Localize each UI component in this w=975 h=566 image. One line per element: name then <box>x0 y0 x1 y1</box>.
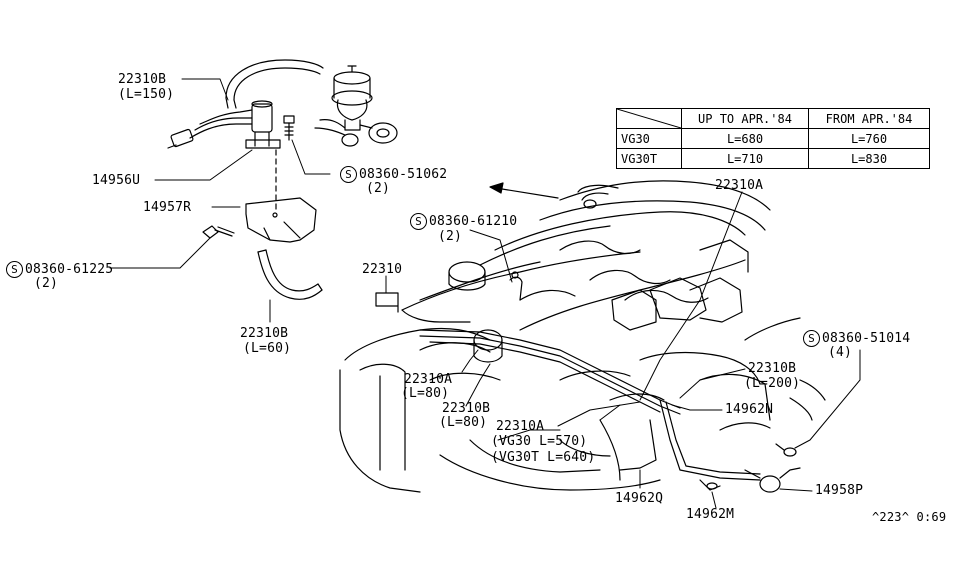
table-header-row: UP TO APR.'84 FROM APR.'84 <box>616 108 930 129</box>
bolt-part-number: 08360-61225 <box>25 262 114 277</box>
cell-from: L=830 <box>808 148 930 169</box>
label-vg30t-length: (VG30T L=640) <box>491 450 596 465</box>
hose-22310b-mid-drawing <box>258 250 322 299</box>
table-corner-cell <box>616 108 682 129</box>
table-row: VG30T L=710 L=830 <box>616 148 930 169</box>
screw-symbol-icon: S <box>410 213 427 230</box>
label-22310b-right: 22310B <box>748 361 797 376</box>
column-header-up-to: UP TO APR.'84 <box>681 108 809 129</box>
label-bolt-08360-51014-qty: (4) <box>828 345 853 360</box>
label-14962m: 14962M <box>686 507 735 522</box>
row-model: VG30 <box>616 128 682 149</box>
screw-symbol-icon: S <box>6 261 23 278</box>
label-22310a-left-length: (L=80) <box>401 386 450 401</box>
label-22310b-top-length: (L=150) <box>118 87 175 102</box>
screw-symbol-icon: S <box>340 166 357 183</box>
cell-from: L=760 <box>808 128 930 149</box>
label-bolt-08360-51062-qty: (2) <box>366 181 391 196</box>
label-vg30-length: (VG30 L=570) <box>491 434 588 449</box>
label-14957r: 14957R <box>143 200 192 215</box>
bolt-part-number: 08360-51062 <box>359 167 448 182</box>
label-22310: 22310 <box>362 262 403 277</box>
cell-up-to: L=710 <box>681 148 809 169</box>
hose-length-table: UP TO APR.'84 FROM APR.'84 VG30 L=680 L=… <box>616 108 930 169</box>
label-22310a-left: 22310A <box>404 372 453 387</box>
label-bolt-08360-61210-qty: (2) <box>438 229 463 244</box>
table-row: VG30 L=680 L=760 <box>616 128 930 149</box>
cell-up-to: L=680 <box>681 128 809 149</box>
label-22310b-mid-length: (L=60) <box>243 341 292 356</box>
label-22310b-left: 22310B <box>442 401 491 416</box>
label-14962q: 14962Q <box>615 491 664 506</box>
label-22310b-left-length: (L=80) <box>439 415 488 430</box>
row-model: VG30T <box>616 148 682 169</box>
label-bolt-08360-61225-qty: (2) <box>34 276 59 291</box>
column-header-from: FROM APR.'84 <box>808 108 930 129</box>
screw-symbol-icon: S <box>803 330 820 347</box>
label-14962n: 14962N <box>725 402 774 417</box>
label-14958p: 14958P <box>815 483 864 498</box>
label-14956u: 14956U <box>92 173 141 188</box>
bolt-08360-61225-drawing <box>203 226 234 238</box>
label-22310a-bottom: 22310A <box>496 419 545 434</box>
leader-lines <box>110 79 860 508</box>
hose-22310b-top-drawing <box>226 60 323 108</box>
egr-valve-drawing <box>315 66 397 146</box>
label-22310b-right-length: (L=200) <box>744 376 801 391</box>
bolt-part-number: 08360-51014 <box>822 331 911 346</box>
solenoid-valve-14956u-drawing <box>168 101 280 148</box>
bracket-14957r-drawing <box>246 150 316 242</box>
bolt-part-number: 08360-61210 <box>429 214 518 229</box>
direction-arrow <box>490 183 558 198</box>
bolt-08360-51062-drawing <box>284 116 294 140</box>
diagram-code: ^223^ 0:69 <box>872 510 947 524</box>
label-22310b-top: 22310B <box>118 72 167 87</box>
table-diagonal <box>617 109 681 128</box>
label-22310b-mid: 22310B <box>240 326 289 341</box>
label-22310a-top: 22310A <box>715 178 764 193</box>
